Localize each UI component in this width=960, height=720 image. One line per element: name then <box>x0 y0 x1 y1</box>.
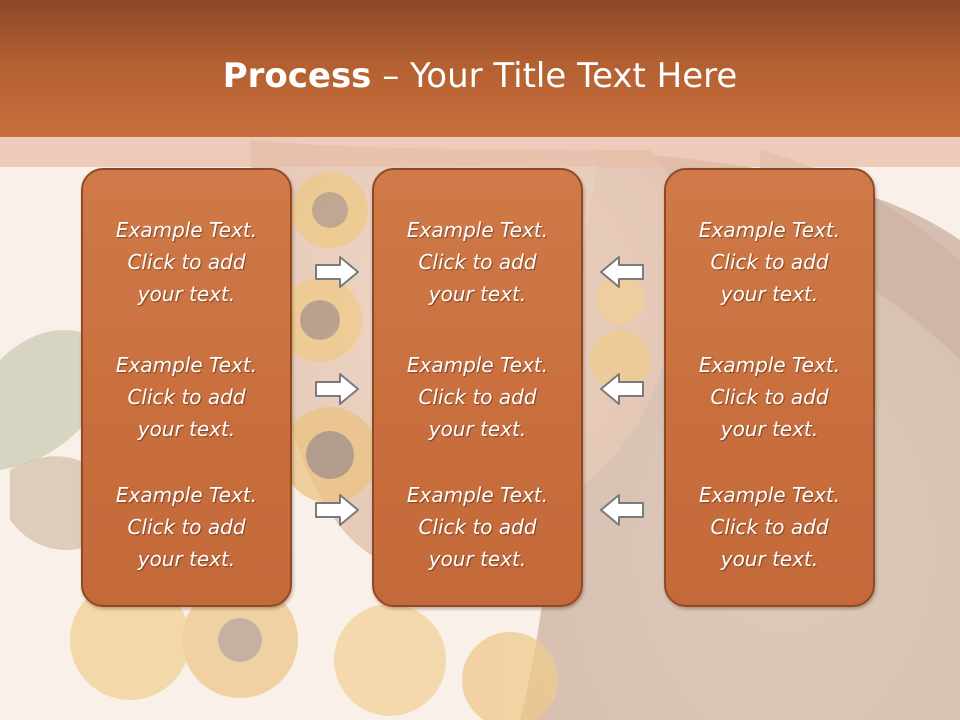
slide-title[interactable]: Process – Your Title Text Here <box>0 56 960 96</box>
text-line: your text. <box>428 417 527 441</box>
text-line: Example Text. <box>406 353 549 377</box>
process-box-center[interactable]: Example Text. Click to add your text. Ex… <box>372 168 583 607</box>
text-placeholder[interactable]: Example Text. Click to add your text. <box>83 349 290 445</box>
process-box-right[interactable]: Example Text. Click to add your text. Ex… <box>664 168 875 607</box>
text-line: your text. <box>137 417 236 441</box>
text-line: your text. <box>137 547 236 571</box>
title-bar-band <box>0 137 960 167</box>
text-line: Click to add <box>127 250 246 274</box>
text-line: your text. <box>720 417 819 441</box>
text-line: your text. <box>428 547 527 571</box>
text-line: Example Text. <box>698 353 841 377</box>
text-placeholder[interactable]: Example Text. Click to add your text. <box>83 214 290 310</box>
text-line: your text. <box>428 282 527 306</box>
text-line: Click to add <box>418 385 537 409</box>
arrow-right-icon <box>315 256 359 288</box>
text-placeholder[interactable]: Example Text. Click to add your text. <box>666 479 873 575</box>
text-line: Click to add <box>127 385 246 409</box>
text-placeholder[interactable]: Example Text. Click to add your text. <box>374 479 581 575</box>
process-box-left[interactable]: Example Text. Click to add your text. Ex… <box>81 168 292 607</box>
title-rest-text: – Your Title Text Here <box>371 56 738 96</box>
arrow-left-icon <box>600 373 644 405</box>
text-line: Click to add <box>710 250 829 274</box>
arrow-left-icon <box>600 256 644 288</box>
text-placeholder[interactable]: Example Text. Click to add your text. <box>374 214 581 310</box>
text-line: Example Text. <box>698 218 841 242</box>
text-placeholder[interactable]: Example Text. Click to add your text. <box>666 349 873 445</box>
text-line: your text. <box>137 282 236 306</box>
text-line: Example Text. <box>406 483 549 507</box>
title-bold-text: Process <box>222 56 372 96</box>
text-line: your text. <box>720 282 819 306</box>
arrow-right-icon <box>315 494 359 526</box>
text-line: Example Text. <box>406 218 549 242</box>
arrow-left-icon <box>600 494 644 526</box>
text-line: your text. <box>720 547 819 571</box>
text-line: Click to add <box>418 250 537 274</box>
text-placeholder[interactable]: Example Text. Click to add your text. <box>374 349 581 445</box>
text-line: Click to add <box>710 385 829 409</box>
text-line: Example Text. <box>698 483 841 507</box>
text-line: Click to add <box>127 515 246 539</box>
text-line: Example Text. <box>115 218 258 242</box>
text-line: Click to add <box>418 515 537 539</box>
text-line: Example Text. <box>115 483 258 507</box>
text-placeholder[interactable]: Example Text. Click to add your text. <box>666 214 873 310</box>
title-bar <box>0 0 960 137</box>
text-line: Example Text. <box>115 353 258 377</box>
arrow-right-icon <box>315 373 359 405</box>
text-placeholder[interactable]: Example Text. Click to add your text. <box>83 479 290 575</box>
text-line: Click to add <box>710 515 829 539</box>
